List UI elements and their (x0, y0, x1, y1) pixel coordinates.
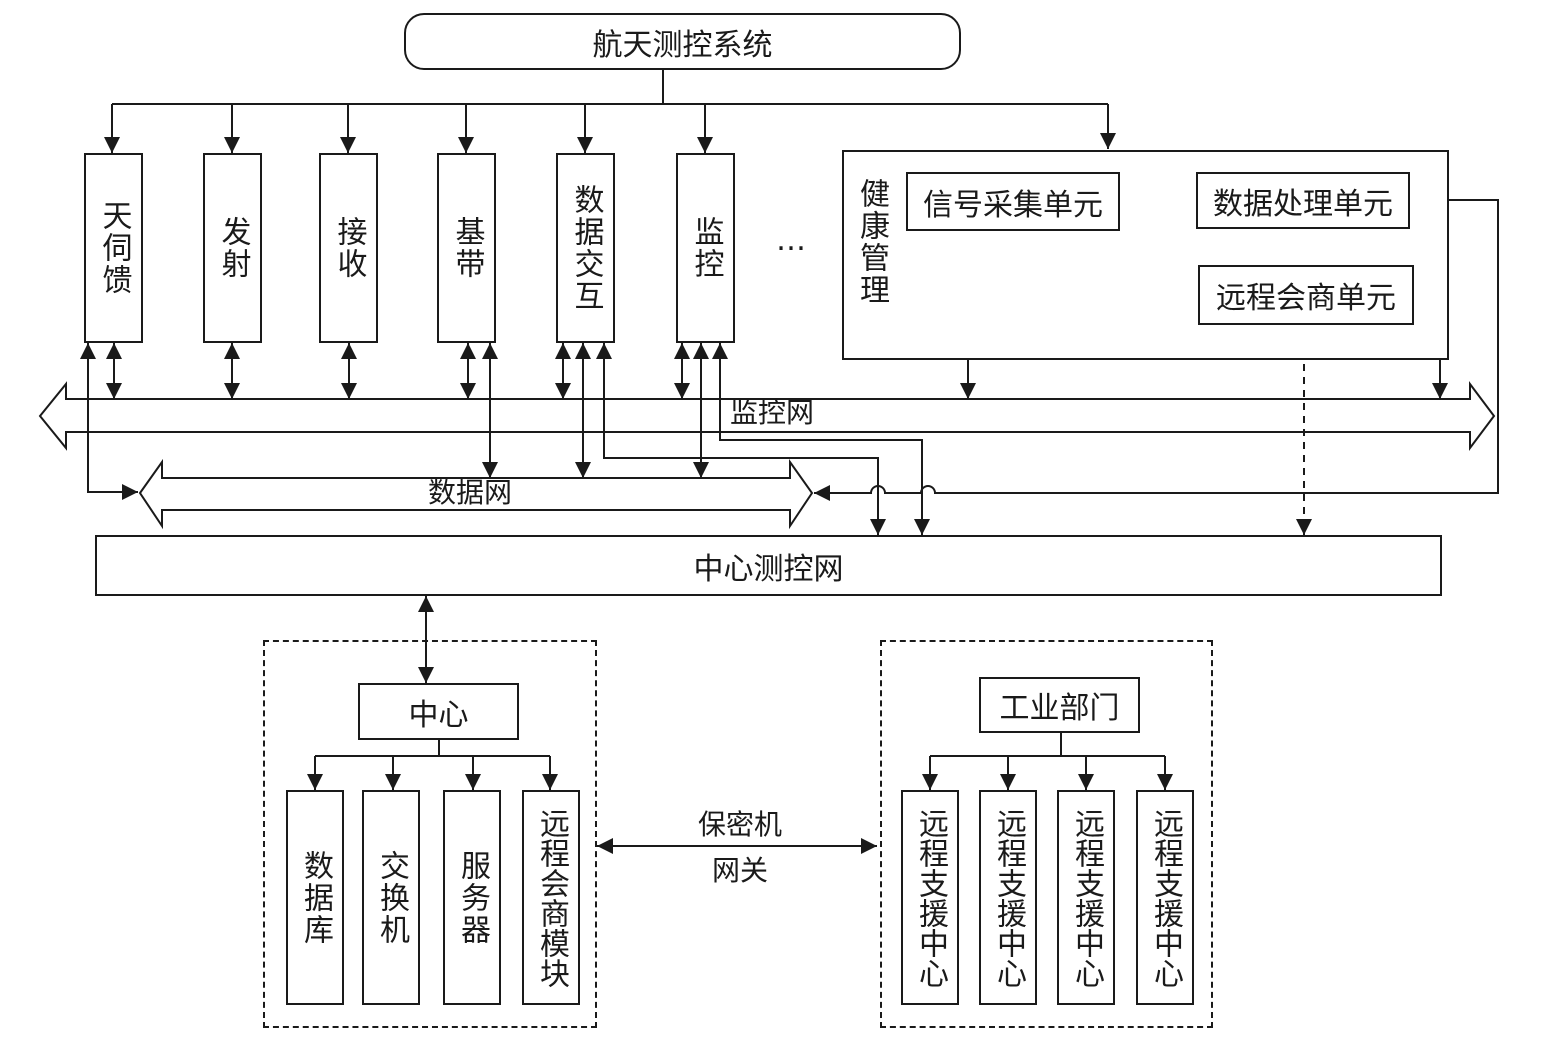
center-item-label: 数据库 (298, 849, 333, 946)
data-network-label: 数据网 (428, 476, 513, 509)
subsystem-label: 天伺馈 (96, 200, 132, 296)
subsystem-baseband: 基带 (437, 153, 496, 343)
health-management-title: 健康管理 (854, 178, 889, 306)
remote-support-center: 远程支援中心 (901, 790, 959, 1005)
remote-support-label: 远程支援中心 (991, 807, 1026, 988)
gateway-label-line1: 保密机 (697, 808, 782, 841)
center-node: 中心 (358, 683, 519, 740)
subsystem-label: 数据交互 (568, 184, 604, 312)
center-item-switch: 交换机 (362, 790, 420, 1005)
center-group (263, 640, 597, 1028)
monitor-network-label: 监控网 (730, 396, 815, 429)
center-item-server: 服务器 (443, 790, 501, 1005)
gateway-label-line2: 网关 (711, 854, 768, 887)
center-item-label: 远程会商模块 (534, 807, 569, 988)
remote-support-label: 远程支援中心 (1069, 807, 1104, 988)
remote-support-label: 远程支援中心 (913, 807, 948, 988)
remote-support-center: 远程支援中心 (1057, 790, 1115, 1005)
subsystem-monitor: 监控 (676, 153, 735, 343)
center-item-label: 服务器 (455, 849, 490, 946)
center-item-label: 交换机 (374, 849, 409, 946)
subsystem-label: 监控 (688, 216, 724, 280)
center-item-remote-consult-module: 远程会商模块 (522, 790, 580, 1005)
remote-support-center: 远程支援中心 (979, 790, 1037, 1005)
ellipsis-label: … (776, 223, 806, 258)
center-control-network: 中心测控网 (95, 535, 1442, 596)
industry-group (880, 640, 1213, 1028)
root-node: 航天测控系统 (404, 13, 961, 70)
remote-support-label: 远程支援中心 (1148, 807, 1183, 988)
subsystem-label: 发射 (215, 216, 251, 280)
subsystem-antenna-feed: 天伺馈 (84, 153, 143, 343)
subsystem-transmit: 发射 (203, 153, 262, 343)
remote-support-center: 远程支援中心 (1136, 790, 1194, 1005)
subsystem-receive: 接收 (319, 153, 378, 343)
subsystem-label: 接收 (331, 216, 367, 280)
data-processing-unit: 数据处理单元 (1196, 172, 1410, 229)
center-item-database: 数据库 (286, 790, 344, 1005)
subsystem-label: 基带 (449, 216, 485, 280)
remote-consultation-unit: 远程会商单元 (1198, 265, 1414, 325)
industry-node: 工业部门 (979, 677, 1140, 733)
signal-collection-unit: 信号采集单元 (906, 172, 1120, 231)
subsystem-data-exchange: 数据交互 (556, 153, 615, 343)
